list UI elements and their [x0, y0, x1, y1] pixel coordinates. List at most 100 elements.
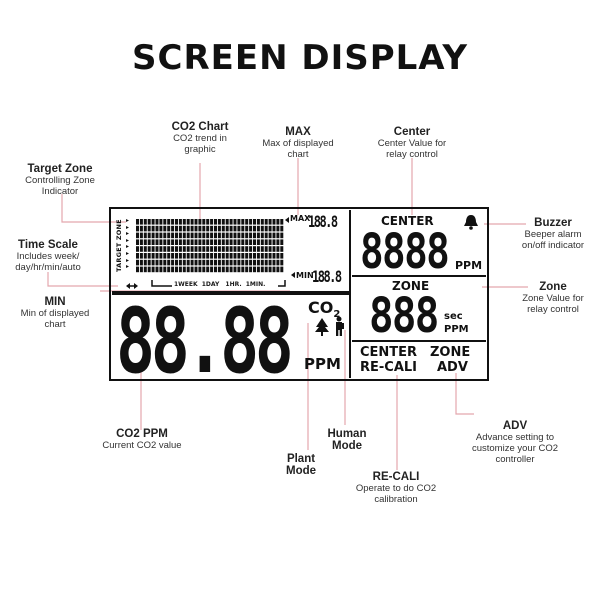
page-title: SCREEN DISPLAY [132, 38, 468, 78]
chart-segment [264, 253, 268, 259]
chart-segment [155, 219, 159, 225]
chart-segment [155, 225, 159, 232]
chart-segment [221, 259, 225, 266]
chart-segment [241, 266, 245, 273]
chart-segment [190, 259, 194, 266]
chart-segment [182, 232, 186, 239]
chart-segment [237, 246, 241, 252]
chart-segment [190, 232, 194, 239]
annotation-buzzer: Buzzer Beeper alarm on/off indicator [508, 217, 598, 252]
chart-segment [163, 266, 167, 273]
annotation-recali: RE-CALI Operate to do CO2 calibration [346, 471, 446, 506]
annotation-max-title: MAX [285, 126, 311, 138]
chart-segment [139, 253, 143, 259]
chart-segment [210, 219, 214, 225]
chart-segment [194, 253, 198, 259]
chart-segment [147, 266, 151, 273]
chart-segment [221, 253, 225, 259]
chart-segment [190, 253, 194, 259]
chart-segment [260, 266, 264, 273]
chart-segment [143, 253, 147, 259]
chart-segment [264, 259, 268, 266]
chart-segment [178, 225, 182, 232]
leader-adv [455, 373, 474, 415]
annotation-human-mode: Human Mode [322, 428, 372, 452]
chart-segment [175, 239, 178, 245]
chart-segment [194, 246, 198, 252]
chart-segment [272, 246, 276, 252]
chart-segment [233, 232, 237, 239]
chart-segment [206, 239, 210, 245]
chart-segment [245, 225, 249, 232]
chart-segment [190, 246, 194, 252]
chart-segment [163, 246, 167, 252]
chart-segment [214, 266, 217, 273]
chart-segment [249, 253, 253, 259]
chart-segment [198, 225, 202, 232]
chart-segment [249, 219, 253, 225]
zone-button[interactable]: ZONE [430, 345, 471, 360]
chart-segment [155, 253, 159, 259]
chart-segment [206, 266, 210, 273]
chart-segment [221, 219, 225, 225]
chart-segment [217, 266, 221, 273]
chart-segment [268, 266, 272, 273]
chart-segment [233, 266, 237, 273]
chart-segment [202, 232, 206, 239]
chart-segment [151, 225, 155, 232]
center-button[interactable]: CENTER [360, 345, 418, 360]
chart-segment [147, 225, 151, 232]
chart-segment [202, 253, 206, 259]
chart-segment [171, 239, 175, 245]
chart-segment [214, 259, 217, 266]
chart-segment [225, 253, 229, 259]
chart-segment [167, 225, 171, 232]
chart-segment [167, 239, 171, 245]
chart-segment [260, 253, 264, 259]
chart-segment [136, 219, 139, 225]
chart-segment [139, 266, 143, 273]
chart-segment [233, 246, 237, 252]
chart-segment [214, 246, 217, 252]
annotation-co2-chart-desc: CO2 trend in graphic [173, 133, 227, 155]
chart-segment [225, 225, 229, 232]
chart-segment [163, 259, 167, 266]
chart-segment [249, 246, 253, 252]
arrow-right-icon [134, 283, 138, 289]
scale-day: 1DAY [201, 281, 220, 288]
center-ppm: PPM [455, 259, 483, 272]
chart-segment [221, 239, 225, 245]
chart-segment [280, 232, 284, 239]
chart-segment [202, 219, 206, 225]
chart-segment [182, 239, 186, 245]
chart-segment [217, 246, 221, 252]
chart-segment [276, 225, 280, 232]
chart-segment [280, 253, 284, 259]
chart-segment [136, 232, 139, 239]
chart-segment [175, 266, 178, 273]
annotation-recali-title: RE-CALI [372, 471, 420, 483]
chart-segment [194, 239, 198, 245]
chart-segment [214, 225, 217, 232]
annotation-human-mode-title: Human Mode [327, 428, 367, 452]
annotation-center-title: Center [393, 126, 431, 138]
recali-button[interactable]: RE-CALI [360, 360, 418, 375]
chart-segment [202, 246, 206, 252]
adv-button[interactable]: ADV [437, 360, 468, 375]
chart-segment [229, 259, 233, 266]
chart-segment [256, 225, 260, 232]
chart-segment [143, 232, 147, 239]
chart-segment [206, 253, 210, 259]
chart-segment [237, 232, 241, 239]
chart-segment [280, 259, 284, 266]
annotation-min-desc: Min of displayed chart [20, 308, 90, 330]
chart-segment [237, 225, 241, 232]
chart-segment [155, 246, 159, 252]
chart-segment [194, 259, 198, 266]
chart-segment [233, 219, 237, 225]
zone-label: ZONE [392, 279, 430, 293]
co2-main-digits: 88.88 [116, 289, 294, 394]
chart-segment [260, 225, 264, 232]
chart-segment [260, 239, 264, 245]
